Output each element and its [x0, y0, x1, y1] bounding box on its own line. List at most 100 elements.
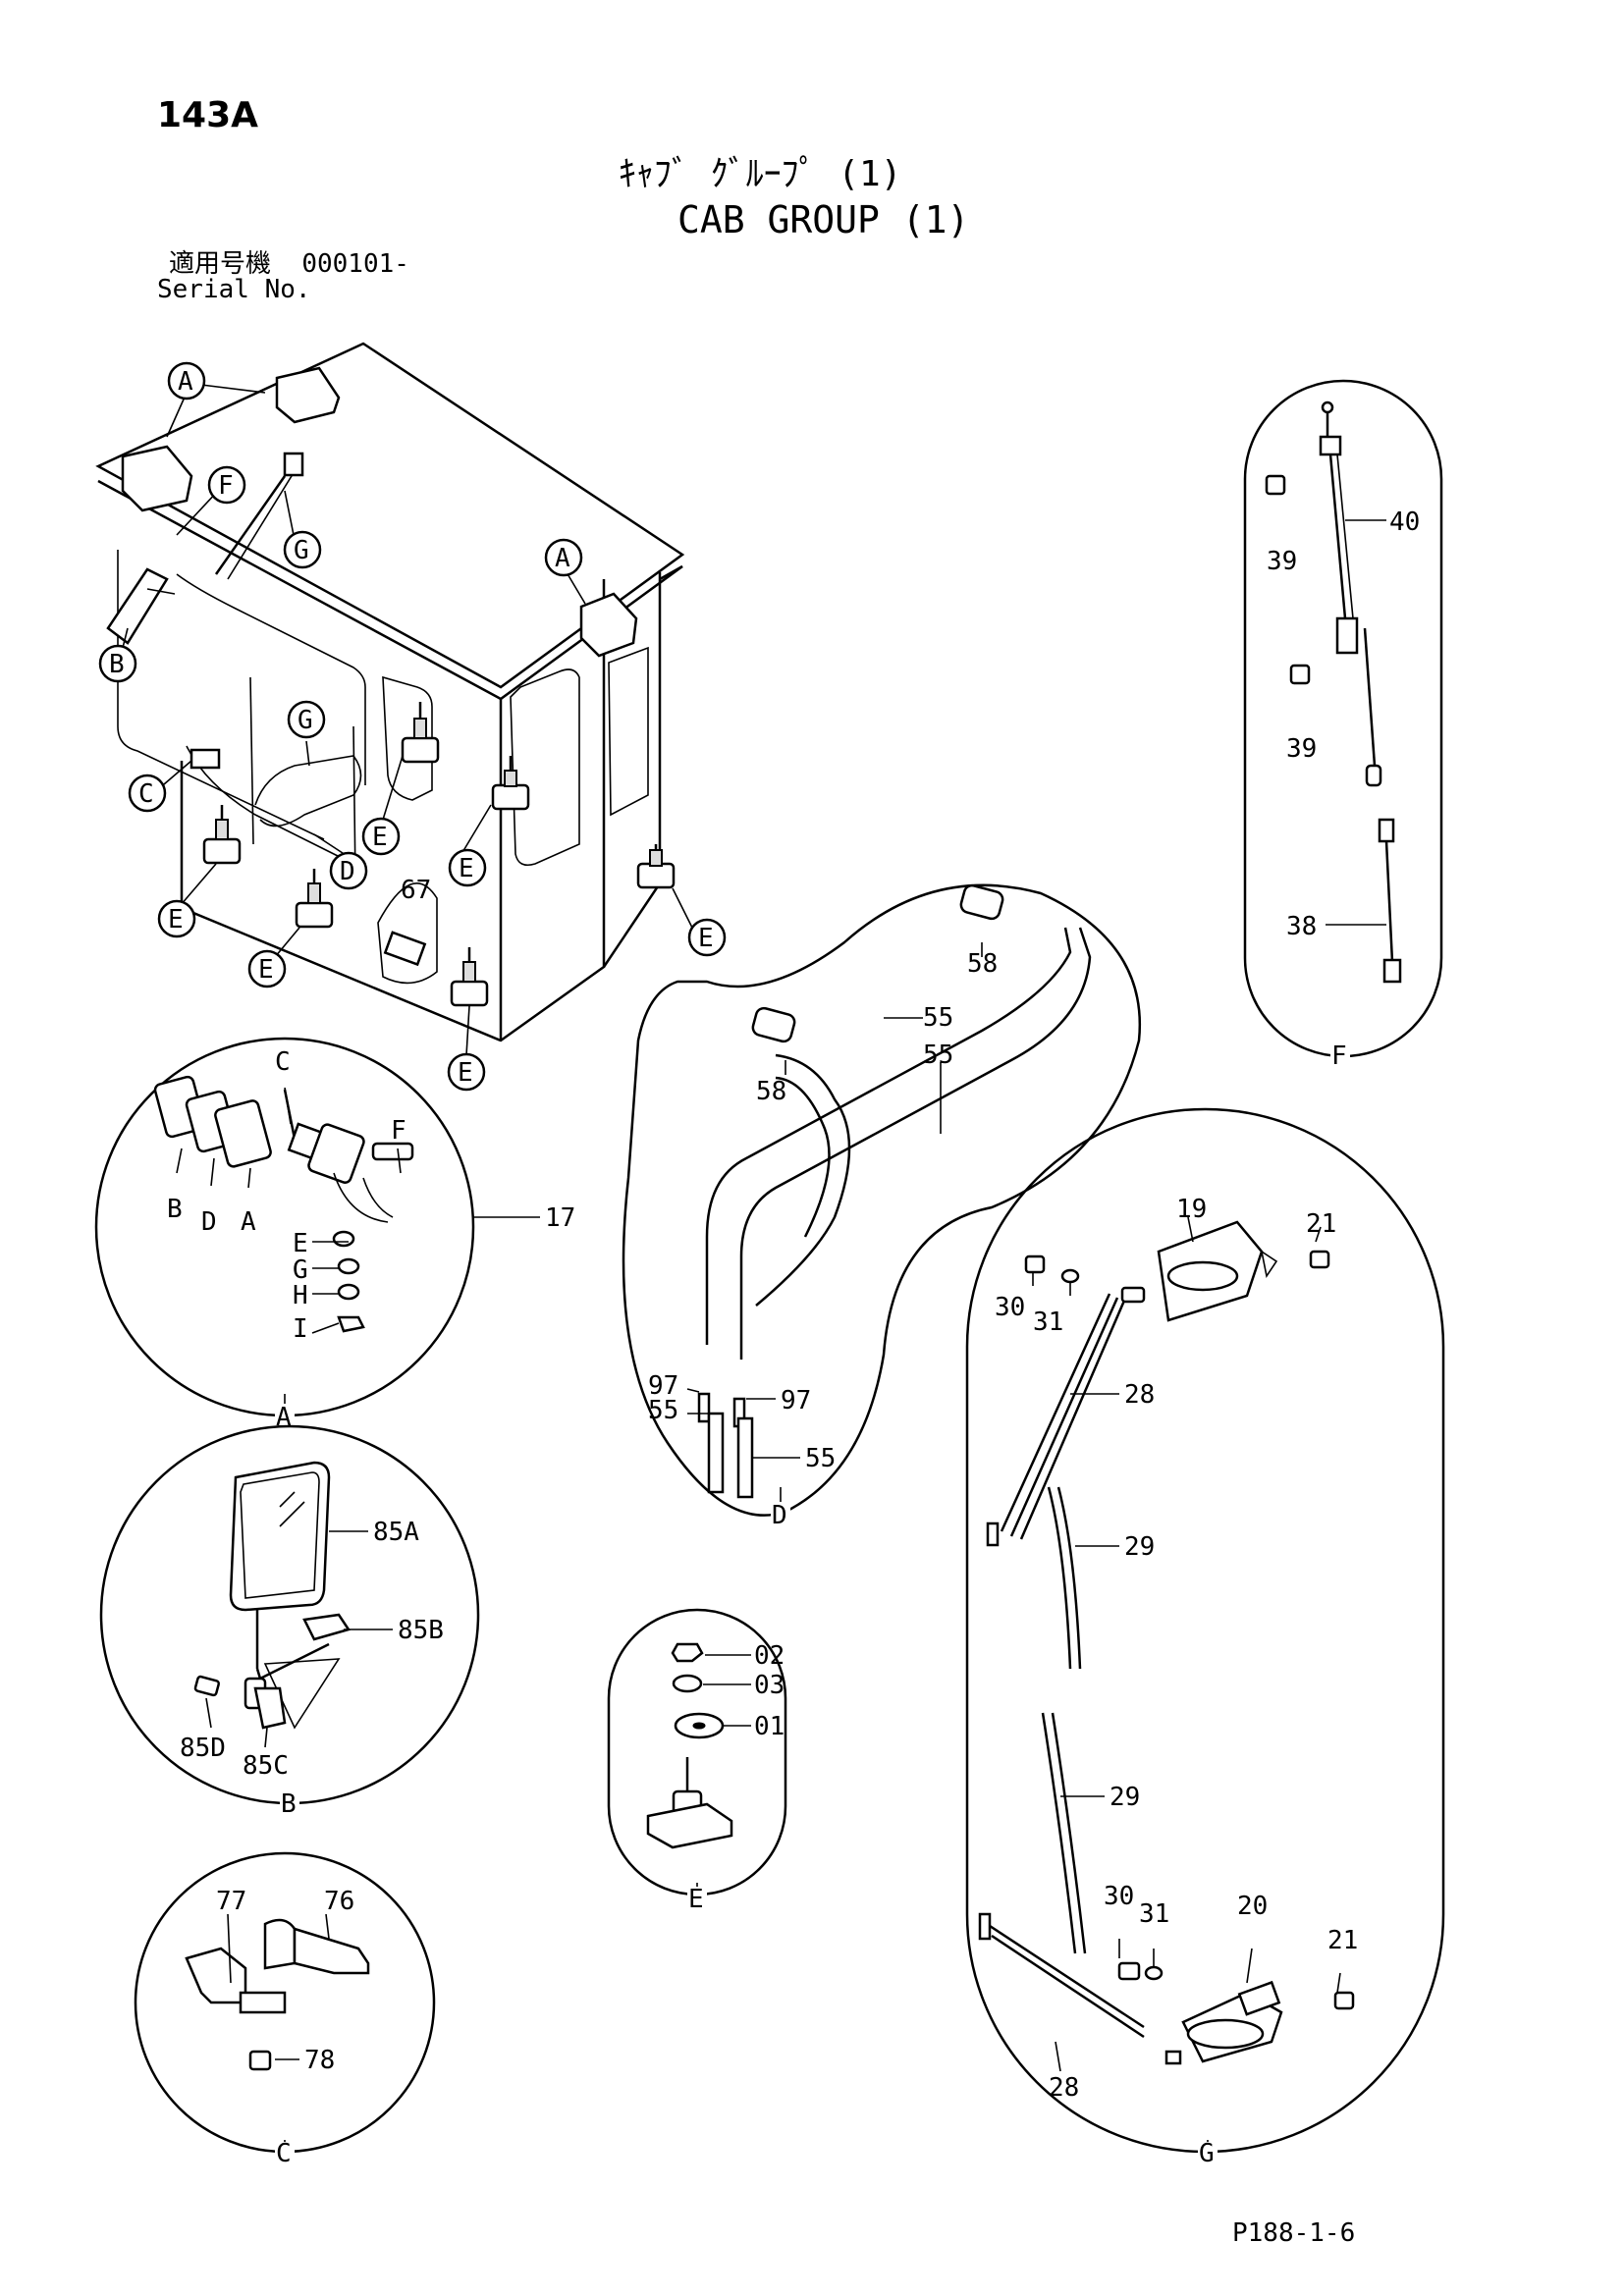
detail-f-label-40: 40: [1389, 507, 1420, 537]
detail-c-label-76: 76: [324, 1887, 354, 1916]
detail-g-label-28b: 28: [1049, 2073, 1079, 2103]
detail-d-label-58a: 58: [967, 949, 998, 979]
callout-e-main-1: E: [361, 817, 401, 856]
callout-label: F: [218, 471, 234, 501]
detail-e-mount: 02 03 01 E: [607, 1608, 787, 1914]
detail-e-label-02: 02: [754, 1641, 785, 1671]
detail-f-letter: F: [1331, 1041, 1347, 1071]
detail-g-label-31b: 31: [1139, 1899, 1169, 1929]
callout-b-main: B: [98, 644, 137, 683]
detail-d-label-55a: 55: [923, 1003, 953, 1033]
callout-e-main-3: E: [157, 899, 196, 938]
detail-e-label-01: 01: [754, 1712, 785, 1741]
detail-a-label-d: D: [201, 1207, 217, 1237]
cab-assembly-drawing: [95, 342, 693, 1056]
detail-c-label-77: 77: [216, 1887, 246, 1916]
detail-g-label-29b: 29: [1110, 1783, 1140, 1812]
detail-f-label-38: 38: [1286, 912, 1317, 941]
detail-b-label-85c: 85C: [243, 1751, 289, 1781]
detail-g-label-30b: 30: [1104, 1882, 1134, 1911]
callout-label: A: [555, 544, 570, 573]
detail-c-handle: 77 76 78 C: [134, 1851, 436, 2168]
detail-c-label-78: 78: [304, 2046, 335, 2075]
callout-label: E: [168, 905, 184, 934]
detail-a-label-g: G: [293, 1255, 308, 1285]
callout-label: 67: [401, 876, 431, 905]
detail-f-wiper-cable: 39 40 39 38 F: [1243, 379, 1443, 1071]
callout-e-main-4: E: [247, 949, 287, 988]
detail-b-letter: B: [281, 1789, 297, 1819]
callout-e-main-5: E: [687, 918, 727, 957]
detail-d-letter: D: [772, 1501, 787, 1530]
detail-g-label-21a: 21: [1306, 1209, 1336, 1239]
detail-a-label-c: C: [275, 1047, 291, 1077]
detail-a-lamp: C F B D A 17 E G H I A: [94, 1037, 575, 1432]
detail-a-label-a: A: [241, 1207, 256, 1237]
callout-label: E: [459, 854, 474, 883]
detail-d-label-58b: 58: [756, 1077, 786, 1106]
serial-label: Serial No.: [157, 275, 311, 304]
detail-d-hoses: 58 55 55 58 97 55 97 55 D: [622, 883, 1142, 1530]
detail-d-label-55b: 55: [923, 1041, 953, 1070]
detail-b-label-85d: 85D: [180, 1734, 226, 1763]
callout-d-main: D: [329, 851, 368, 890]
detail-a-label-b: B: [167, 1195, 183, 1224]
callout-label: G: [294, 536, 309, 565]
main-callout-leaders: [122, 384, 693, 1056]
detail-g-label-21b: 21: [1327, 1926, 1358, 1955]
serial-number-value: 000101-: [301, 249, 409, 279]
detail-a-label-i: I: [293, 1314, 308, 1344]
detail-a-label-17: 17: [545, 1203, 575, 1233]
callout-a-2: A: [544, 538, 583, 577]
detail-a-label-f: F: [391, 1116, 406, 1146]
callout-label: E: [698, 924, 714, 953]
detail-e-label-03: 03: [754, 1671, 785, 1700]
detail-d-label-97a: 97: [648, 1371, 678, 1401]
detail-g-letter: G: [1199, 2139, 1215, 2168]
detail-b-label-85a: 85A: [373, 1518, 419, 1547]
serial-label-jp-text: 適用号機: [169, 249, 272, 279]
detail-f-label-39a: 39: [1267, 547, 1297, 576]
detail-c-letter: C: [276, 2139, 292, 2168]
drawing-code: P188-1-6: [1232, 2218, 1356, 2248]
page-number: 143A: [157, 95, 259, 135]
detail-d-label-55d: 55: [805, 1444, 836, 1473]
callout-c-main: C: [128, 774, 167, 813]
detail-b-label-85b: 85B: [398, 1616, 444, 1645]
detail-g-label-28a: 28: [1124, 1380, 1155, 1410]
detail-g-wipers: 19 21 30 31 28 29 29 30 31 20 21 28 G: [965, 1107, 1445, 2168]
main-callouts: A A F G B G C E D E E 67 E E E A E: [98, 361, 727, 1092]
callout-g-main-1: G: [283, 530, 322, 569]
detail-a-label-e: E: [293, 1229, 308, 1258]
detail-d-label-55c: 55: [648, 1396, 678, 1425]
detail-b-mirror: 85A 85B 85D 85C B: [99, 1424, 480, 1819]
callout-label: E: [372, 823, 388, 852]
page-title-japanese: ｷｬﾌﾞ ｸﾞﾙｰﾌﾟ (1): [619, 154, 902, 194]
callout-67: 67: [401, 876, 431, 905]
detail-d-label-97b: 97: [781, 1386, 811, 1415]
callout-f-main: F: [207, 465, 246, 505]
callout-label: A: [178, 367, 193, 397]
callout-label: G: [298, 706, 313, 735]
detail-g-label-31a: 31: [1033, 1308, 1063, 1337]
detail-a-label-h: H: [293, 1281, 308, 1310]
detail-g-label-19: 19: [1176, 1195, 1207, 1224]
detail-g-label-30a: 30: [995, 1293, 1025, 1322]
callout-e-main-6: E: [447, 1052, 486, 1092]
callout-g-main-2: G: [287, 700, 326, 739]
callout-label: E: [258, 955, 274, 985]
callout-label: C: [138, 779, 154, 809]
detail-a-letter: A: [276, 1403, 292, 1432]
detail-f-label-39b: 39: [1286, 734, 1317, 764]
callout-label: E: [458, 1058, 473, 1088]
serial-label-japanese: 適用号機 000101-: [169, 251, 409, 277]
detail-g-label-20: 20: [1237, 1892, 1268, 1921]
callout-label: D: [340, 857, 355, 886]
detail-e-letter: E: [688, 1885, 704, 1914]
callout-a-1: A: [167, 361, 206, 400]
page-title: CAB GROUP (1): [677, 198, 970, 241]
detail-g-label-29a: 29: [1124, 1532, 1155, 1562]
callout-label: B: [109, 650, 125, 679]
